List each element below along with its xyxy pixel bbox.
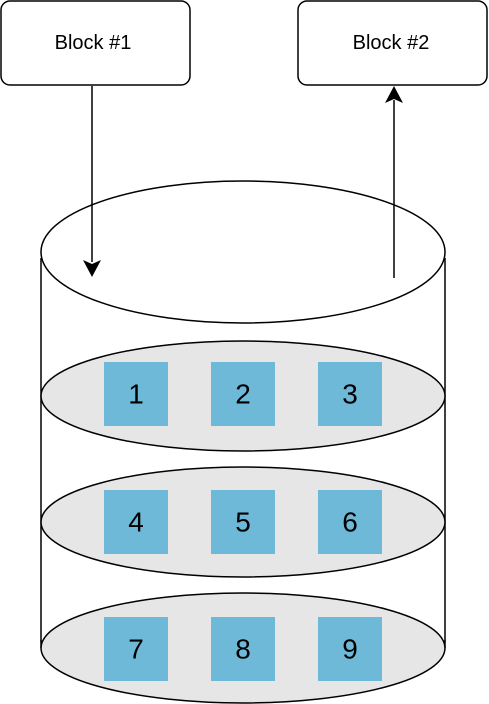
platter-rows: 1 2 3 4 5 6 7 8 9: [40, 340, 446, 704]
data-cell-label: 7: [128, 634, 144, 665]
data-cell-label: 4: [128, 507, 144, 538]
data-cell: [104, 490, 168, 554]
data-cell-label: 2: [235, 379, 251, 410]
data-cell-label: 5: [235, 507, 251, 538]
platter-row-3: 7 8 9: [40, 592, 446, 704]
data-cell-label: 6: [342, 507, 358, 538]
data-cell: [211, 617, 275, 681]
block-2: Block #2: [297, 0, 488, 86]
arrow-up-head: [385, 86, 403, 103]
cylinder-top-ellipse: [40, 180, 446, 324]
data-cell: [318, 362, 382, 426]
block-2-label: Block #2: [353, 32, 430, 54]
data-cell: [211, 362, 275, 426]
data-cell: [318, 617, 382, 681]
block-1-label: Block #1: [55, 32, 132, 54]
arrow-storage-to-block-2: [385, 86, 403, 278]
data-cell: [104, 617, 168, 681]
storage-cylinder: [40, 180, 446, 699]
arrow-block-1-into-storage: [83, 86, 101, 277]
data-cell-label: 9: [342, 634, 358, 665]
block-1: Block #1: [0, 0, 191, 86]
data-cell-label: 1: [128, 379, 144, 410]
block-1-box: [0, 0, 191, 86]
data-cell: [318, 490, 382, 554]
data-cell-label: 3: [342, 379, 358, 410]
data-cell: [211, 490, 275, 554]
platter-row-2: 4 5 6: [40, 466, 446, 578]
data-cell: [104, 362, 168, 426]
platter-row-1: 1 2 3: [40, 340, 446, 452]
data-cell-label: 8: [235, 634, 251, 665]
block-2-box: [297, 0, 488, 86]
arrow-down-head: [83, 260, 101, 277]
